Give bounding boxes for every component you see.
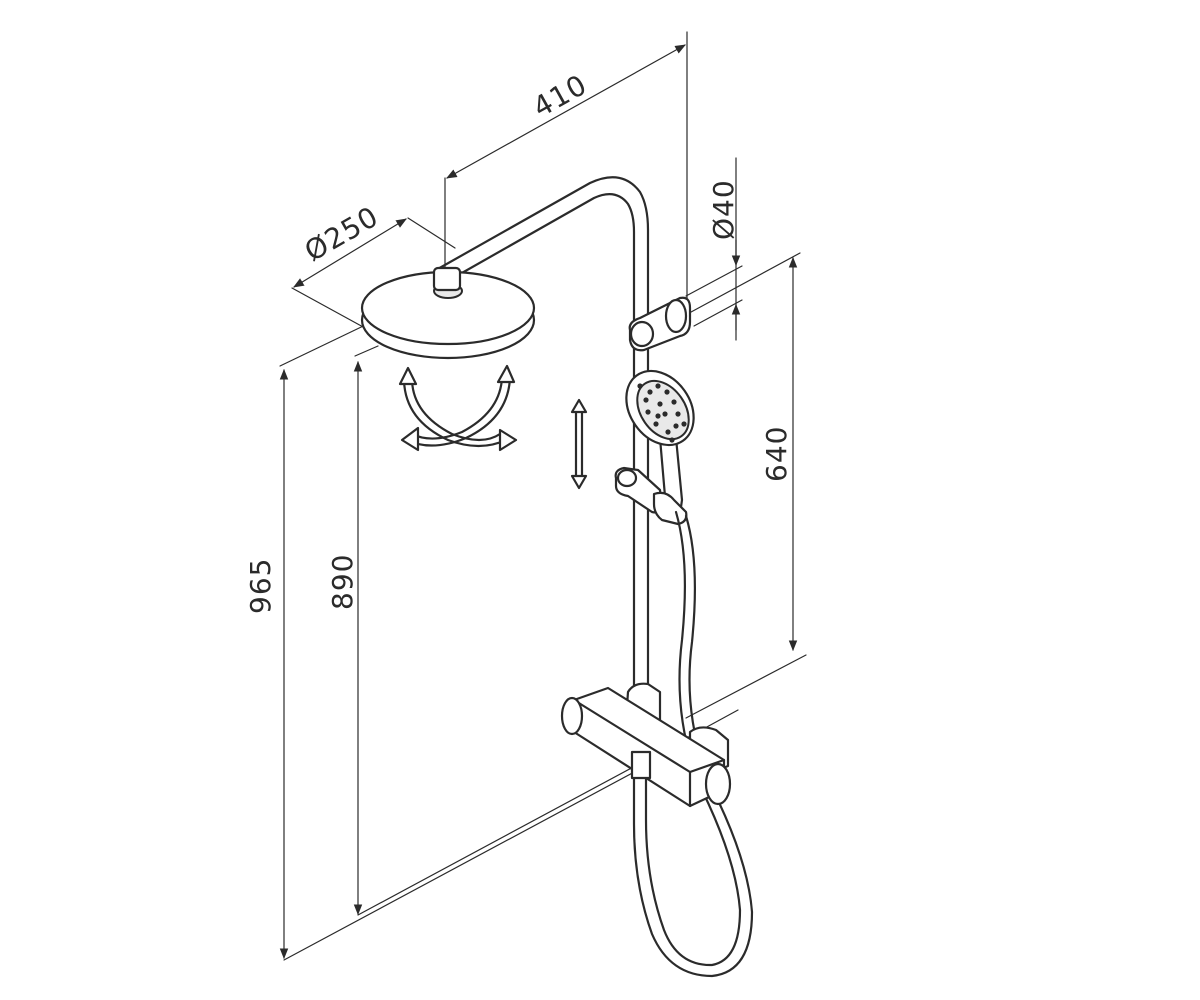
mixer-outlet (630, 750, 652, 780)
holder-cap (629, 320, 655, 348)
dimension-line-250 (293, 218, 407, 288)
mixer-left-handle (560, 696, 584, 736)
dim-label-410: 410 (527, 68, 592, 124)
extension-line (685, 265, 743, 297)
slide-arrow-icon (570, 398, 588, 490)
dimension-lines (279, 31, 807, 961)
shower-hose (632, 510, 754, 978)
base-line (357, 757, 651, 916)
rain-shower-head (360, 266, 536, 360)
extension-line (407, 217, 456, 249)
spray-nozzles (637, 383, 687, 443)
shower-arm (434, 176, 650, 324)
thermostatic-mixer (560, 682, 732, 808)
rotate-arrows-icon (398, 364, 518, 452)
dim-label-640: 640 (760, 426, 793, 482)
extension-line (685, 654, 807, 719)
dim-label-965: 965 (244, 558, 277, 614)
dim-label-40: Ø40 (707, 179, 740, 240)
mixer-right-handle (704, 762, 732, 806)
bar-top-holder (628, 296, 692, 352)
holder-end (664, 298, 688, 334)
holder-knob (616, 468, 638, 488)
extension-line (354, 345, 379, 357)
extension-line (679, 252, 801, 319)
extension-line (693, 299, 743, 327)
shower-head-connector (432, 266, 462, 292)
base-line (283, 769, 639, 961)
dim-label-890: 890 (326, 554, 359, 610)
dimension-line-410 (446, 44, 686, 179)
extension-line (291, 287, 366, 329)
